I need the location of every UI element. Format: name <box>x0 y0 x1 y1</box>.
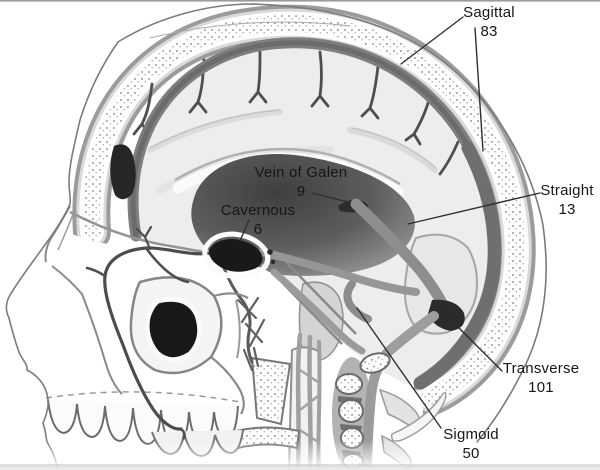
straight-sinus-band <box>350 198 448 309</box>
orbit-cavity <box>144 296 203 363</box>
clivus-line <box>285 261 357 335</box>
palate-bone <box>234 356 301 450</box>
label-straight-value: 13 <box>558 201 576 218</box>
venous-sinus-group <box>127 37 502 390</box>
label-straight: Straight 13 <box>535 182 599 219</box>
corpus-callosum-sulcus <box>174 147 401 186</box>
label-transverse: Transverse 101 <box>486 360 596 397</box>
vertebra-c2 <box>338 399 364 423</box>
occipital-sinus-thick <box>413 141 501 390</box>
face-group <box>44 144 276 458</box>
leader-line-sigmoid <box>356 307 442 429</box>
frontal-sinus-cavity <box>110 144 136 200</box>
gyri-highlight <box>347 127 438 173</box>
label-vein-of-galen-text: Vein of Galen <box>254 164 348 181</box>
label-sagittal-value: 83 <box>480 23 498 40</box>
cavernous-sinus-blob <box>208 239 263 272</box>
label-cavernous-text: Cavernous <box>220 202 296 219</box>
sulcus-line <box>149 109 281 149</box>
label-sagittal-text: Sagittal <box>463 4 515 21</box>
diploe-stipple <box>82 15 526 406</box>
label-sagittal: Sagittal 83 <box>439 4 539 41</box>
label-cavernous: Cavernous 6 <box>203 202 313 239</box>
cortical-vein <box>438 140 460 176</box>
leader-line-straight <box>407 192 541 225</box>
leader-line-sagittal-b <box>474 27 484 152</box>
facial-vein-branch <box>85 246 190 440</box>
head-outline-group <box>5 3 547 469</box>
label-transverse-value: 101 <box>528 379 554 396</box>
label-vein-of-galen: Vein of Galen 9 <box>236 164 366 201</box>
leader-lines-group <box>239 16 541 429</box>
nasal-bone-line <box>57 211 75 251</box>
leader-line-transverse <box>448 317 503 372</box>
cortical-vein <box>248 47 268 104</box>
facial-vein <box>103 246 218 431</box>
label-cavernous-value: 6 <box>253 221 263 238</box>
leader-line-vein-of-galen <box>311 192 349 203</box>
gyri-highlight <box>147 109 283 153</box>
leader-line-sagittal-a <box>400 16 464 65</box>
superior-petrosal-sinus <box>258 248 420 296</box>
label-sigmoid-text: Sigmoid <box>443 426 499 443</box>
transverse-sinus-wedge <box>428 299 465 331</box>
top-border-line <box>0 0 600 2</box>
zygoma-line <box>213 292 249 299</box>
cortical-veins <box>132 47 460 176</box>
occipital-condyle <box>359 352 391 374</box>
leader-line-cavernous <box>239 219 250 242</box>
label-transverse-text: Transverse <box>502 360 580 377</box>
label-vein-of-galen-value: 9 <box>296 183 306 200</box>
vertebra-c1 <box>335 373 363 395</box>
zygoma-line <box>210 356 245 415</box>
deep-facial-vein <box>222 266 254 364</box>
inferior-petrosal-sinus <box>270 268 366 355</box>
label-straight-text: Straight <box>540 182 594 199</box>
maxilla-line <box>51 265 123 395</box>
gum-dashed-line <box>45 391 241 403</box>
bottom-noise-band <box>0 464 600 467</box>
label-sigmoid-value: 50 <box>462 445 480 462</box>
skull-vault-group <box>72 4 536 416</box>
cortical-vein <box>360 64 380 120</box>
skin-outline-back <box>117 3 547 443</box>
sella-dot <box>270 259 276 265</box>
cheek-line <box>235 299 241 359</box>
sella-dot <box>267 249 273 255</box>
galea-line <box>149 21 351 39</box>
label-sigmoid: Sigmoid 50 <box>416 426 526 463</box>
cortical-vein <box>310 50 330 108</box>
sulcus-line <box>351 127 437 169</box>
cavernous-sinus-halo <box>202 231 271 280</box>
supraorbital-vein-fork <box>135 225 153 251</box>
skin-outline-front <box>5 41 119 469</box>
bottom-noise-band <box>0 467 600 470</box>
